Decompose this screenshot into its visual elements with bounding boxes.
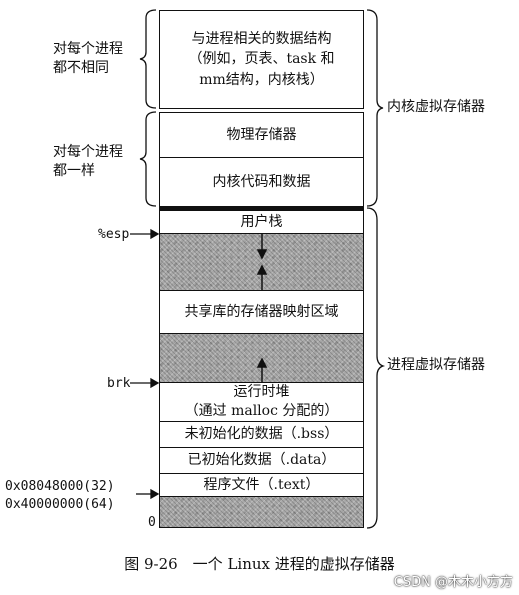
right-brace-kernel	[366, 9, 384, 207]
label-kernel-vm: 内核虚拟存储器	[387, 99, 485, 115]
region-heap-text: 运行时堆 （通过 malloc 分配的）	[184, 384, 339, 419]
left-brace-different	[139, 9, 157, 109]
address-zero: 0	[148, 515, 156, 530]
region-unmapped-2	[159, 333, 364, 383]
region-user-stack-text: 用户栈	[240, 213, 283, 230]
region-data: 已初始化数据（.data）	[159, 447, 364, 474]
region-data-text: 已初始化数据（.data）	[187, 452, 336, 469]
left-brace-same	[139, 111, 157, 207]
label-per-process-different: 对每个进程 都不相同	[53, 41, 123, 76]
region-text-text: 程序文件（.text）	[203, 476, 320, 493]
region-unmapped-bottom	[159, 496, 364, 528]
kernel-user-separator	[159, 206, 364, 211]
region-heap: 运行时堆 （通过 malloc 分配的）	[159, 382, 364, 422]
pointer-brk: brk	[107, 376, 131, 391]
region-shared-libs-text: 共享库的存储器映射区域	[184, 303, 339, 320]
region-kernel-code-data-text: 内核代码和数据	[212, 173, 311, 190]
region-bss: 未初始化的数据（.bss）	[159, 421, 364, 448]
region-physical-memory: 物理存储器	[159, 112, 364, 158]
region-unmapped-1	[159, 233, 364, 291]
region-user-stack: 用户栈	[159, 210, 364, 234]
region-bss-text: 未初始化的数据（.bss）	[184, 426, 339, 443]
region-text: 程序文件（.text）	[159, 473, 364, 497]
watermark: CSDN @木木小方方	[393, 575, 513, 590]
label-per-process-same: 对每个进程 都一样	[53, 144, 123, 179]
address-64: 0x40000000(64)	[5, 497, 115, 512]
pointer-esp: %esp	[98, 227, 130, 242]
region-kernel-code-data: 内核代码和数据	[159, 157, 364, 207]
region-physical-memory-text: 物理存储器	[226, 126, 297, 143]
region-shared-libs: 共享库的存储器映射区域	[159, 290, 364, 334]
region-kernel-structs: 与进程相关的数据结构 （例如，页表、task 和 mm结构，内核栈）	[159, 10, 364, 109]
label-process-vm: 进程虚拟存储器	[387, 357, 485, 373]
region-kernel-structs-text: 与进程相关的数据结构 （例如，页表、task 和 mm结构，内核栈）	[188, 31, 335, 88]
address-32: 0x08048000(32)	[5, 479, 115, 494]
right-brace-process	[366, 207, 386, 529]
figure-caption: 图 9-26 一个 Linux 进程的虚拟存储器	[124, 555, 395, 573]
